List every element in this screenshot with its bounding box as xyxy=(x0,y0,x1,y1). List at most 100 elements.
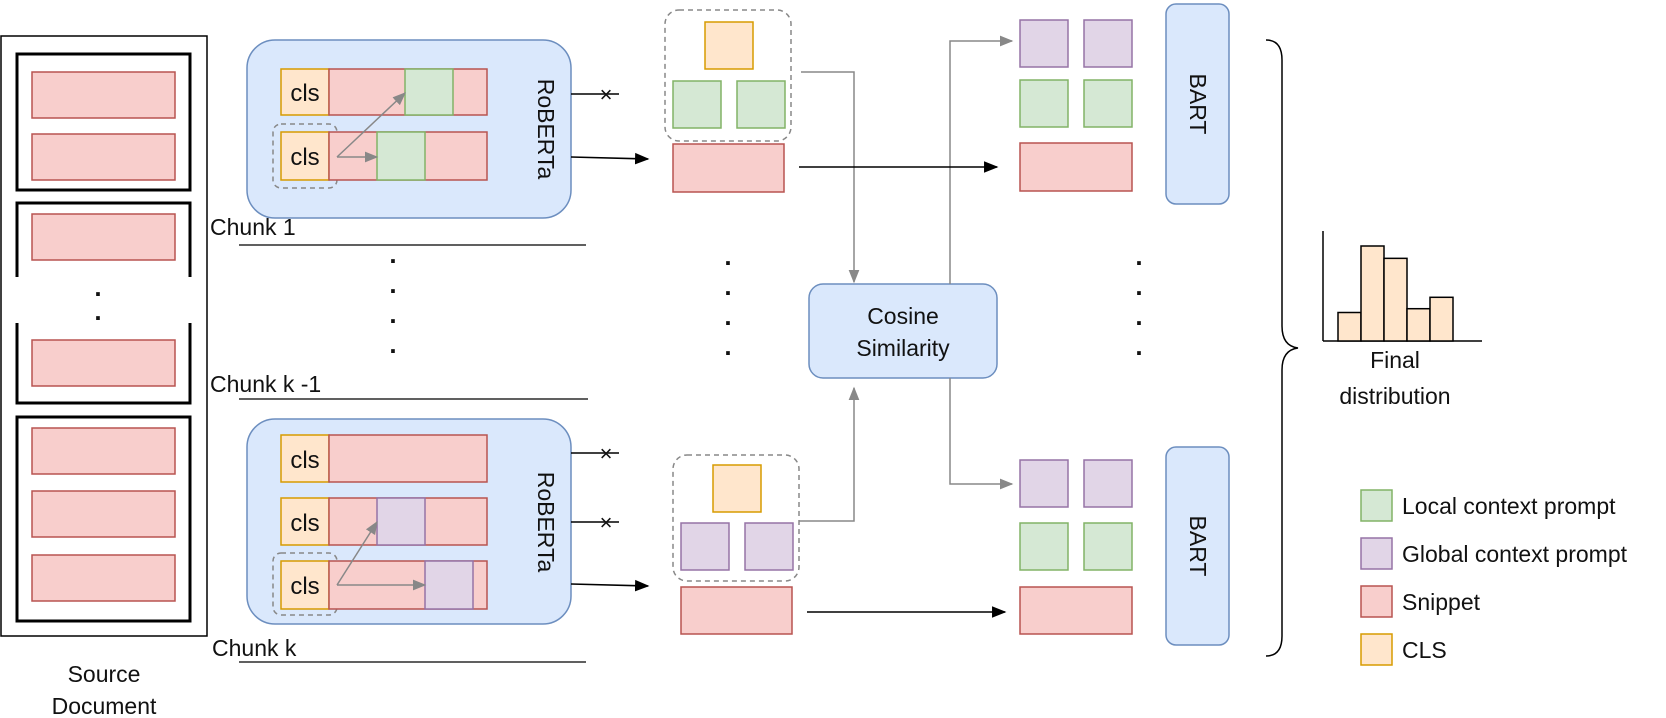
global-context-prompt xyxy=(424,560,474,610)
global-context-prompt xyxy=(1083,459,1133,508)
source-document-label: Document xyxy=(52,693,157,718)
cosine-similarity-module: Cosine Similarity xyxy=(808,283,998,379)
aggregation-brace xyxy=(1265,39,1299,657)
similarity-output-arrow xyxy=(949,378,1014,490)
encoder-output-arrow xyxy=(570,579,650,592)
snippet-embedding xyxy=(680,586,793,635)
top-embedding-group xyxy=(664,9,792,193)
global-context-prompt xyxy=(680,522,730,571)
snippet-input xyxy=(1019,586,1133,635)
local-context-prompt xyxy=(1019,79,1069,128)
ellipsis-dot: . xyxy=(1135,331,1142,361)
chunk-label: Chunk 1 xyxy=(210,214,296,240)
prompt-embedding-box xyxy=(672,454,800,582)
ellipsis-dot: . xyxy=(389,329,396,359)
attention-arrow xyxy=(336,92,406,158)
global-context-prompt xyxy=(376,497,426,546)
legend-swatch xyxy=(1360,585,1393,618)
similarity-input-arrow xyxy=(799,386,860,522)
bottom-decoder-input xyxy=(1019,459,1133,635)
cls-token-label: cls xyxy=(290,80,319,107)
global-context-prompt xyxy=(1019,19,1069,68)
snippet-bar xyxy=(328,434,488,483)
ellipsis-dot: . xyxy=(724,301,731,331)
legend-swatch xyxy=(1360,489,1393,522)
source-document: . . Source Document xyxy=(0,35,208,718)
roberta-label: RoBERTa xyxy=(533,79,559,180)
snippet-embedding xyxy=(672,143,785,193)
doc-chunk-group-3 xyxy=(15,415,192,623)
local-context-prompt xyxy=(1083,79,1133,128)
chunk-label: Chunk k xyxy=(212,635,297,661)
chunk-ellipsis: . . . . xyxy=(389,239,396,359)
cls-token-label: cls xyxy=(290,573,319,600)
global-context-prompt xyxy=(744,522,794,571)
cls-token xyxy=(280,497,330,546)
bart-decoder-bottom: BART xyxy=(1165,446,1230,646)
top-decoder-input xyxy=(1019,19,1133,192)
doc-chunk-group-1 xyxy=(15,52,192,192)
decoder-ellipsis: . . . . xyxy=(1135,241,1142,361)
doc-gap-right xyxy=(170,277,202,323)
discard-cross-icon: × xyxy=(600,510,613,535)
cosine-similarity-box xyxy=(808,283,998,379)
discard-cross-icon: × xyxy=(600,441,613,466)
ellipsis-dot: . xyxy=(389,239,396,269)
doc-ellipsis-dot: . xyxy=(94,272,101,302)
ellipsis-dot: . xyxy=(389,269,396,299)
cls-token-label: cls xyxy=(290,510,319,537)
cls-token xyxy=(280,68,330,116)
source-document-frame xyxy=(0,35,208,637)
ellipsis-dot: . xyxy=(724,241,731,271)
doc-snippet xyxy=(31,490,176,538)
cls-token-label: cls xyxy=(290,144,319,171)
doc-snippet xyxy=(31,339,176,387)
legend-label: CLS xyxy=(1402,637,1447,663)
doc-snippet xyxy=(31,554,176,602)
doc-snippet xyxy=(31,71,176,119)
cosine-similarity-label: Similarity xyxy=(856,335,950,361)
encoder-output-arrow xyxy=(570,152,650,165)
cls-embedding xyxy=(704,21,754,70)
attention-arrow xyxy=(336,520,378,586)
local-context-prompt xyxy=(376,131,426,181)
similarity-output-arrow xyxy=(949,35,1014,284)
final-distribution-label: distribution xyxy=(1339,383,1450,409)
distribution-bar xyxy=(1406,307,1431,342)
bart-decoder-top: BART xyxy=(1165,3,1230,205)
local-context-prompt xyxy=(1083,522,1133,571)
cls-token xyxy=(280,434,330,483)
local-context-prompt xyxy=(404,68,454,116)
local-context-prompt xyxy=(1019,522,1069,571)
ellipsis-dot: . xyxy=(1135,301,1142,331)
ellipsis-dot: . xyxy=(724,331,731,361)
bart-module xyxy=(1165,3,1230,205)
cosine-similarity-label: Cosine xyxy=(867,303,939,329)
doc-gap-left xyxy=(5,277,37,323)
doc-snippet xyxy=(31,133,176,181)
cls-token-label: cls xyxy=(290,447,319,474)
doc-snippet xyxy=(31,427,176,475)
global-context-prompt xyxy=(1019,459,1069,508)
prompt-embedding-box xyxy=(664,9,792,142)
roberta-label: RoBERTa xyxy=(533,472,559,573)
output-ellipsis: . . . . xyxy=(724,241,731,361)
legend-label: Snippet xyxy=(1402,589,1481,615)
distribution-bar xyxy=(1383,257,1408,342)
global-context-prompt xyxy=(1083,19,1133,68)
bart-module xyxy=(1165,446,1230,646)
ellipsis-dot: . xyxy=(1135,241,1142,271)
ellipsis-dot: . xyxy=(1135,271,1142,301)
legend-label: Local context prompt xyxy=(1402,493,1616,519)
roberta-module xyxy=(246,39,572,219)
distribution-bar xyxy=(1429,296,1454,342)
cls-embedding xyxy=(712,464,762,513)
cls-token xyxy=(280,131,330,181)
doc-snippet xyxy=(31,213,176,261)
final-distribution-chart xyxy=(1322,231,1482,342)
source-document-label: Source xyxy=(68,661,141,687)
chunk-label: Chunk k -1 xyxy=(210,371,321,397)
ellipsis-dot: . xyxy=(724,271,731,301)
similarity-input-arrow xyxy=(801,71,860,284)
